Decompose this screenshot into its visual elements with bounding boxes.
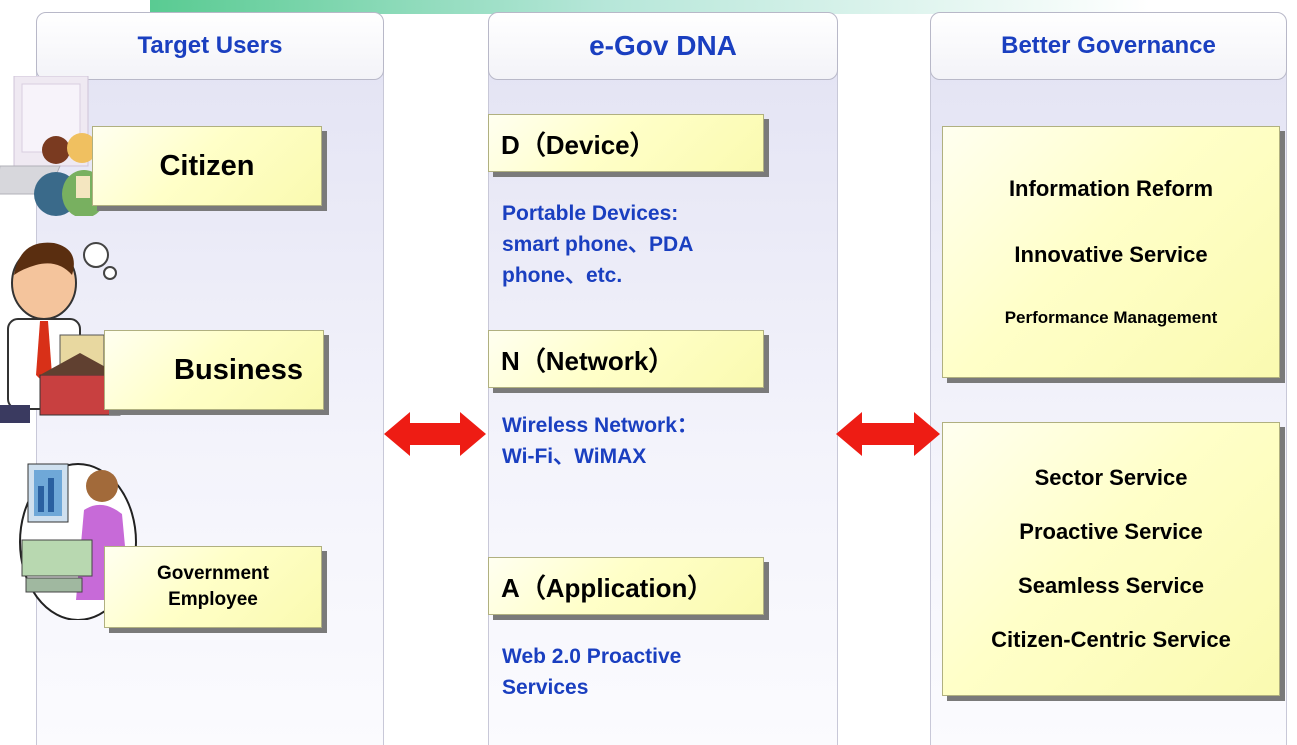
- device-description-line1: Portable Devices:: [502, 202, 679, 225]
- egov-dna-title: e-Gov DNA: [589, 30, 737, 61]
- innovative-service-label: Innovative Service: [1014, 242, 1208, 267]
- better-governance-header: Better Governance: [930, 12, 1287, 80]
- performance-management-label: Performance Management: [1004, 308, 1218, 327]
- information-reform-label: Information Reform: [1008, 176, 1214, 201]
- business-box: Business: [104, 330, 324, 410]
- citizen-box: Citizen: [92, 126, 322, 206]
- egov-dna-column: [488, 68, 838, 745]
- network-description-line1: Wireless Network：: [502, 414, 698, 437]
- device-description-line3: phone、etc.: [502, 264, 623, 287]
- seamless-service-label: Seamless Service: [1018, 573, 1204, 598]
- government-employee-label-line2: Employee: [168, 589, 258, 610]
- application-description-line2: Services: [502, 676, 589, 699]
- device-description-line2: smart phone、PDA: [502, 233, 694, 256]
- better-governance-title: Better Governance: [1001, 32, 1216, 59]
- citizens-at-computer-illustration: [0, 76, 106, 216]
- target-users-title: Target Users: [137, 32, 283, 59]
- device-heading-box: D（Device）: [488, 114, 764, 172]
- device-heading: D（Device）: [501, 129, 656, 160]
- network-heading-box: N（Network）: [488, 330, 764, 388]
- citizen-label: Citizen: [159, 149, 255, 182]
- device-description: Portable Devices: smart phone、PDA phone、…: [502, 198, 693, 291]
- target-users-header: Target Users: [36, 12, 384, 80]
- government-employee-box: Government Employee: [104, 546, 322, 628]
- business-label: Business: [174, 353, 303, 386]
- citizen-centric-service-label: Citizen-Centric Service: [991, 627, 1231, 652]
- service-outcomes-box: Sector Service Proactive Service Seamles…: [942, 422, 1280, 696]
- double-arrow-icon: [836, 412, 940, 456]
- proactive-service-label: Proactive Service: [1019, 519, 1203, 544]
- application-description-line1: Web 2.0 Proactive: [502, 645, 682, 668]
- network-description-line2: Wi-Fi、WiMAX: [502, 445, 647, 468]
- egov-dna-header: e-Gov DNA: [488, 12, 838, 80]
- decorative-top-stripe: [150, 0, 1150, 14]
- network-heading: N（Network）: [501, 345, 675, 376]
- application-heading-box: A（Application）: [488, 557, 764, 615]
- sector-service-label: Sector Service: [1034, 465, 1188, 490]
- businessman-illustration: [0, 242, 121, 423]
- application-description: Web 2.0 Proactive Services: [502, 641, 681, 703]
- network-description: Wireless Network： Wi-Fi、WiMAX: [502, 410, 698, 472]
- governance-outcomes-box: Information Reform Innovative Service Pe…: [942, 126, 1280, 378]
- application-heading: A（Application）: [501, 572, 714, 603]
- double-arrow-icon: [384, 412, 486, 456]
- government-employee-label-line1: Government: [157, 563, 269, 584]
